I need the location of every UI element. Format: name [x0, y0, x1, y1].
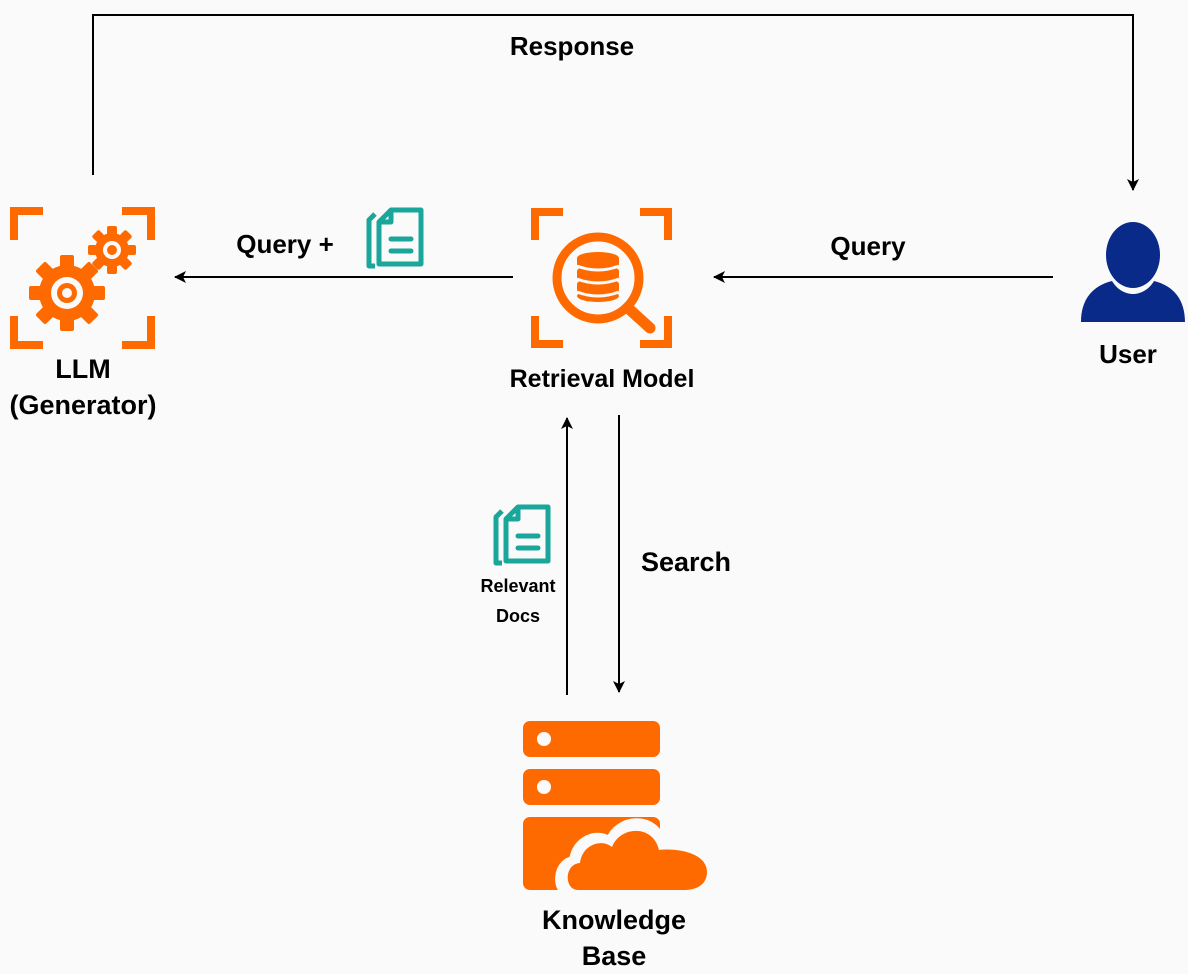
- response-label: Response: [510, 31, 634, 61]
- response-edge: [92, 14, 1139, 191]
- knowledge-base-label-line1: Knowledge: [542, 905, 686, 935]
- document-icon: [493, 504, 551, 566]
- retrieval-model-label: Retrieval Model: [510, 365, 695, 393]
- retrieval-model-node: Retrieval Model: [510, 208, 695, 393]
- llm-label-line2: (Generator): [9, 390, 156, 420]
- query-label: Query: [830, 231, 906, 261]
- user-node: User: [1081, 222, 1185, 369]
- search-label: Search: [641, 547, 731, 577]
- database-search-icon: [531, 208, 672, 348]
- llm-label-line1: LLM: [55, 354, 110, 384]
- llm-node: LLM (Generator): [9, 207, 157, 420]
- query-plus-label: Query +: [236, 229, 334, 259]
- relevant-docs-label-line1: Relevant: [480, 576, 555, 596]
- document-icon: [366, 207, 424, 269]
- user-icon: [1081, 222, 1185, 322]
- server-cloud-icon: [523, 721, 707, 898]
- knowledge-base-node: Knowledge Base: [523, 721, 707, 971]
- knowledge-base-label-line2: Base: [582, 941, 647, 971]
- gears-icon: [10, 207, 155, 349]
- relevant-docs-label-line2: Docs: [496, 606, 540, 626]
- user-label: User: [1099, 339, 1157, 369]
